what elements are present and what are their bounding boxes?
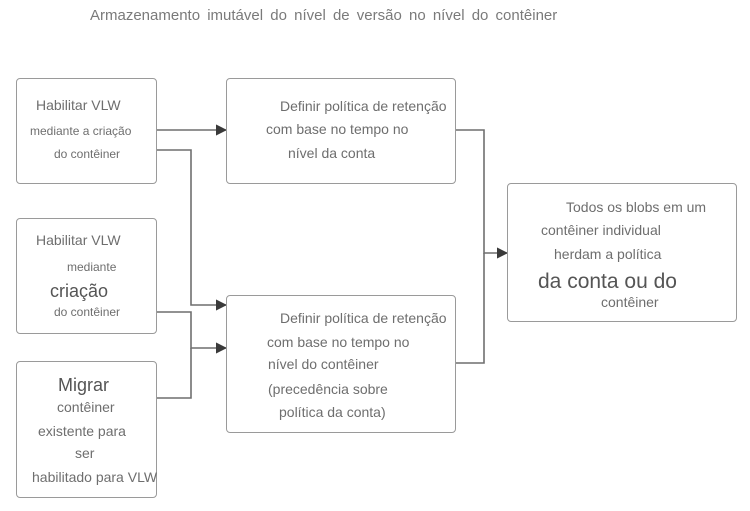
connector-container-to-result xyxy=(456,253,485,364)
box1-line3: do contêiner xyxy=(54,147,121,161)
box5-line1: Definir política de retenção xyxy=(280,310,447,326)
box1-line2: mediante a criação xyxy=(30,124,132,138)
connector-create2-to-container xyxy=(157,311,228,354)
box5-line2: com base no tempo no xyxy=(267,334,410,350)
container-level-policy-box xyxy=(226,295,456,433)
diagram-title: Armazenamento imutável do nível de versã… xyxy=(90,7,558,24)
enable-vlw-on-creation-box xyxy=(16,78,157,184)
account-level-policy-box xyxy=(226,78,456,184)
migrate-container-box xyxy=(16,361,157,498)
box3-line4: ser xyxy=(75,445,95,461)
box3-line5: habilitado para VLW xyxy=(32,469,158,485)
box6-line1: Todos os blobs em um xyxy=(566,199,707,215)
box1-line1: Habilitar VLW xyxy=(36,97,121,113)
box2-line2: mediante xyxy=(67,260,117,274)
box2-line4: do contêiner xyxy=(54,305,121,319)
result-box xyxy=(507,183,737,322)
box3-line3: existente para xyxy=(38,423,126,439)
box3-line2: contêiner xyxy=(57,399,115,415)
box4-line3: nível da conta xyxy=(288,145,376,161)
box4-line1: Definir política de retenção xyxy=(280,98,447,114)
box6-line4: da conta ou do xyxy=(538,270,677,293)
box3-line1: Migrar xyxy=(58,375,110,395)
box6-line3: herdam a política xyxy=(554,246,662,262)
box2-line1: Habilitar VLW xyxy=(36,232,121,248)
connector-create-to-container xyxy=(157,149,228,311)
box5-line5: política da conta) xyxy=(279,404,386,420)
box5-line3: nível do contêiner xyxy=(268,356,379,372)
connector-account-to-result xyxy=(456,129,509,259)
box6-line5: contêiner xyxy=(601,294,659,310)
box2-line3: criação xyxy=(50,281,109,301)
box6-line2: contêiner individual xyxy=(541,222,661,238)
enable-vlw-creation-box-2 xyxy=(16,218,157,334)
connector-migrate-to-container xyxy=(157,348,192,399)
box4-line2: com base no tempo no xyxy=(266,121,409,137)
box5-line4: (precedência sobre xyxy=(268,381,388,397)
